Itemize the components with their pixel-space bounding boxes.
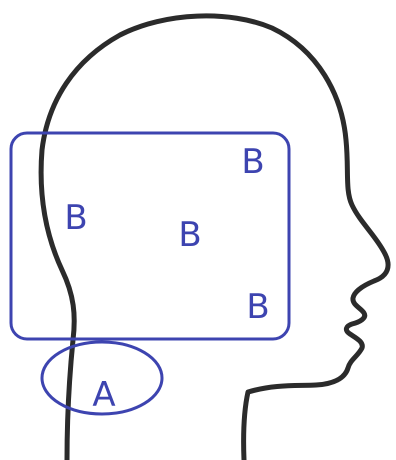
region-b-label-bottom-right: B — [246, 287, 269, 327]
region-b-label-left: B — [64, 198, 87, 238]
region-a-label: A — [92, 375, 115, 415]
region-b-label-center: B — [178, 215, 201, 255]
region-b-box — [9, 131, 291, 341]
region-b-label-top-right: B — [241, 142, 264, 182]
head-profile-outline — [38, 13, 391, 460]
region-a-ellipse — [40, 340, 164, 416]
